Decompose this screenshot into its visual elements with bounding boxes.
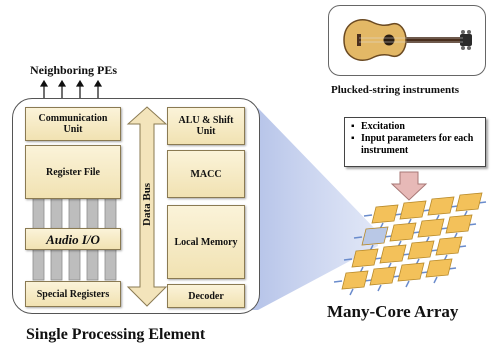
- macc-block: MACC: [167, 150, 245, 198]
- instruments-label: Plucked-string instruments: [331, 84, 460, 96]
- input-callout: ▪ Excitation ▪ Input parameters for each…: [344, 117, 486, 167]
- bullet-icon: ▪: [351, 121, 355, 132]
- tile-connector: [333, 280, 343, 283]
- tile-connector: [353, 236, 363, 239]
- alu-shift-unit-label: ALU & Shift Unit: [178, 115, 234, 137]
- array-tile: [407, 240, 435, 260]
- tile-connector: [343, 258, 353, 261]
- array-tile: [351, 248, 379, 268]
- array-tile: [399, 200, 427, 220]
- array-tile: [445, 214, 473, 234]
- array-tile: [369, 266, 397, 286]
- array-tile: [455, 192, 483, 212]
- array-tile: [435, 236, 463, 256]
- array-tile: [417, 218, 445, 238]
- callout-item-label: Excitation: [361, 121, 405, 132]
- decoder-block: Decoder: [167, 284, 245, 308]
- bullet-icon: ▪: [351, 133, 355, 144]
- tile-connector: [433, 276, 438, 284]
- audio-io-label: Audio I/O: [46, 231, 100, 247]
- macc-label: MACC: [190, 168, 222, 180]
- tile-connector: [349, 288, 354, 296]
- neighboring-pes-label: Neighboring PEs: [30, 63, 118, 77]
- callout-item-excitation: ▪ Excitation: [351, 121, 479, 133]
- pe-title: Single Processing Element: [26, 326, 206, 343]
- array-tile: [341, 270, 369, 290]
- register-file-block: Register File: [25, 145, 121, 199]
- array-tile: [371, 204, 399, 224]
- array-tile: [427, 196, 455, 216]
- tile-connector: [363, 214, 373, 217]
- callout-item-parameters: ▪ Input parameters for each instrument: [351, 133, 479, 157]
- communication-unit-block: Communication Unit: [25, 107, 121, 141]
- array-tile-highlighted: [361, 226, 389, 246]
- array-tile: [397, 262, 425, 282]
- local-memory-block: Local Memory: [167, 205, 245, 279]
- special-registers-label: Special Registers: [36, 288, 110, 300]
- audio-io-block: Audio I/O: [25, 228, 121, 250]
- array-tile: [425, 258, 453, 278]
- alu-shift-unit-block: ALU & Shift Unit: [167, 107, 245, 145]
- array-tile: [379, 244, 407, 264]
- local-memory-label: Local Memory: [174, 236, 238, 248]
- array-title: Many-Core Array: [327, 302, 459, 321]
- callout-item-label: Input parameters for each instrument: [361, 133, 474, 156]
- tile-connector: [405, 280, 410, 288]
- special-registers-block: Special Registers: [25, 281, 121, 307]
- array-tile: [389, 222, 417, 242]
- register-file-label: Register File: [46, 166, 100, 178]
- tile-connector: [377, 284, 382, 292]
- communication-unit-label: Communication Unit: [38, 113, 108, 135]
- decoder-label: Decoder: [188, 290, 224, 302]
